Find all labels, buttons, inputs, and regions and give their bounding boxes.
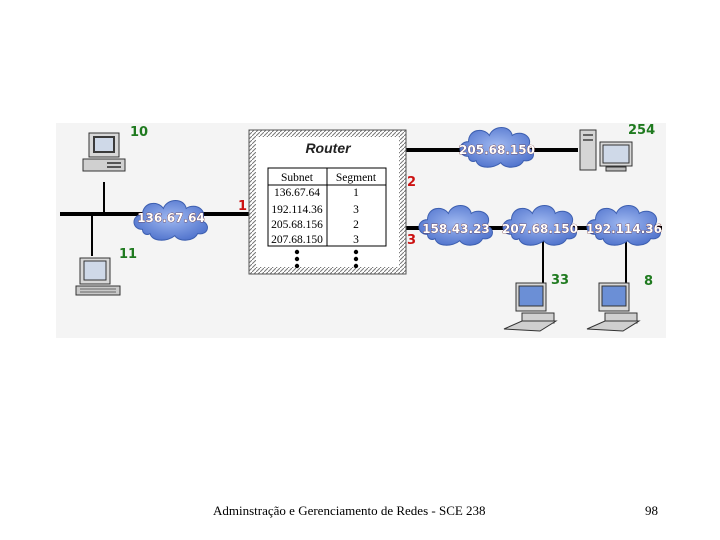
- table-cell-subnet: 192.114.36: [271, 204, 323, 216]
- port-2-label: 2: [407, 175, 416, 190]
- table-cell-subnet: 205.68.156: [271, 219, 323, 231]
- subnet-label-top-right: 205.68.150: [459, 143, 535, 157]
- subnet-label-left: 136.67.64: [137, 211, 205, 225]
- desktop-computer-icon: [82, 132, 126, 172]
- port-3-label: 3: [407, 233, 416, 248]
- table-cell-subnet: 136.67.64: [274, 187, 320, 199]
- cloud-top-right: 205.68.150: [459, 127, 535, 168]
- table-cell-segment: 2: [353, 219, 359, 231]
- subnet-label-seg3-c: 192.114.36: [586, 222, 662, 236]
- host-label-left-top: 10: [130, 125, 148, 140]
- subnet-label-seg3-b: 207.68.150: [502, 222, 578, 236]
- ellipsis-dots: [294, 249, 359, 269]
- table-cell-segment: 1: [353, 187, 359, 199]
- cloud-left: 136.67.64: [133, 199, 209, 241]
- page-number: 98: [645, 503, 658, 518]
- host-label-seg3-c: 8: [644, 274, 653, 289]
- cloud-seg3-c: 192.114.36: [586, 204, 662, 246]
- router-title: Router: [305, 140, 352, 156]
- host-label-right-top: 254: [628, 123, 655, 138]
- footer-title: Adminstração e Gerenciamento de Redes - …: [213, 503, 486, 518]
- port-1-label: 1: [238, 199, 247, 214]
- subnet-label-seg3-a: 158.43.23: [422, 222, 490, 236]
- table-header-subnet: Subnet: [281, 172, 314, 184]
- table-cell-segment: 3: [353, 234, 359, 246]
- routing-table: Subnet Segment 136.67.64 1 192.114.36 3 …: [267, 167, 387, 247]
- cloud-seg3-a: 158.43.23: [418, 204, 494, 246]
- host-label-left-bottom: 11: [119, 247, 137, 262]
- table-cell-subnet: 207.68.150: [271, 234, 323, 246]
- router: Router Subnet Segment 136.67.64 1 192.11…: [248, 129, 407, 275]
- cloud-seg3-b: 207.68.150: [502, 204, 578, 246]
- table-header-segment: Segment: [336, 172, 377, 184]
- table-cell-segment: 3: [353, 204, 359, 216]
- host-label-seg3-b: 33: [551, 273, 569, 288]
